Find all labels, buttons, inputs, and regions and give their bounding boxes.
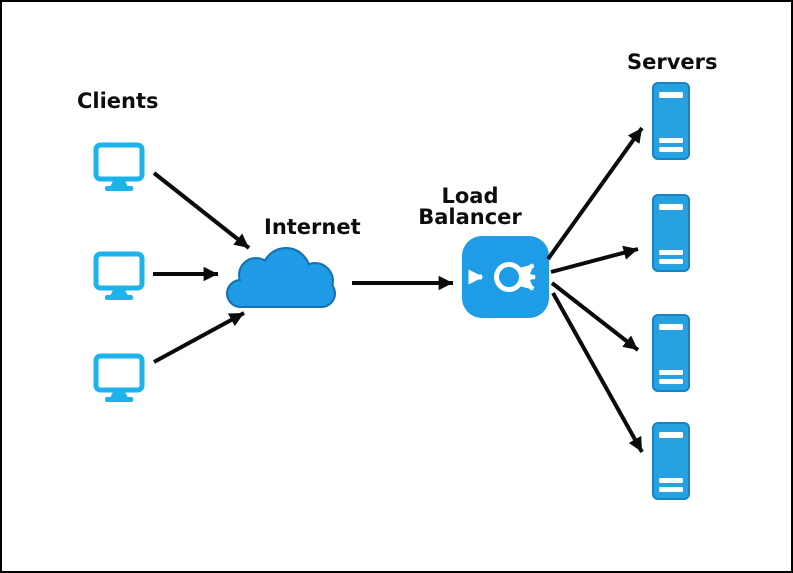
client-monitor-icon <box>93 353 145 402</box>
server-icon <box>652 194 690 272</box>
arrow-load-balancer-to-server-3 <box>550 281 640 352</box>
server-node-3 <box>652 314 690 396</box>
clients-label: Clients <box>77 89 159 113</box>
servers-label: Servers <box>627 50 718 74</box>
client-node-3 <box>93 353 145 407</box>
arrow-client-3-to-internet <box>153 311 245 364</box>
arrow-load-balancer-to-server-2 <box>550 245 639 274</box>
server-node-1 <box>652 82 690 164</box>
server-icon <box>652 314 690 392</box>
load-balancer-icon <box>462 236 549 318</box>
server-node-4 <box>652 422 690 504</box>
arrow-load-balancer-to-server-4 <box>551 292 644 453</box>
client-monitor-icon <box>93 251 145 300</box>
client-monitor-icon <box>93 142 145 191</box>
server-icon <box>652 82 690 160</box>
load-balancer-label: Load Balancer <box>418 184 522 229</box>
client-node-1 <box>93 142 145 196</box>
arrow-load-balancer-to-server-1 <box>546 126 644 261</box>
arrow-client-1-to-internet <box>152 171 251 250</box>
server-icon <box>652 422 690 500</box>
internet-node <box>220 246 342 313</box>
cloud-icon <box>226 247 336 308</box>
internet-label: Internet <box>264 215 361 239</box>
load-balancer-node <box>462 236 549 322</box>
client-node-2 <box>93 251 145 305</box>
server-node-2 <box>652 194 690 276</box>
